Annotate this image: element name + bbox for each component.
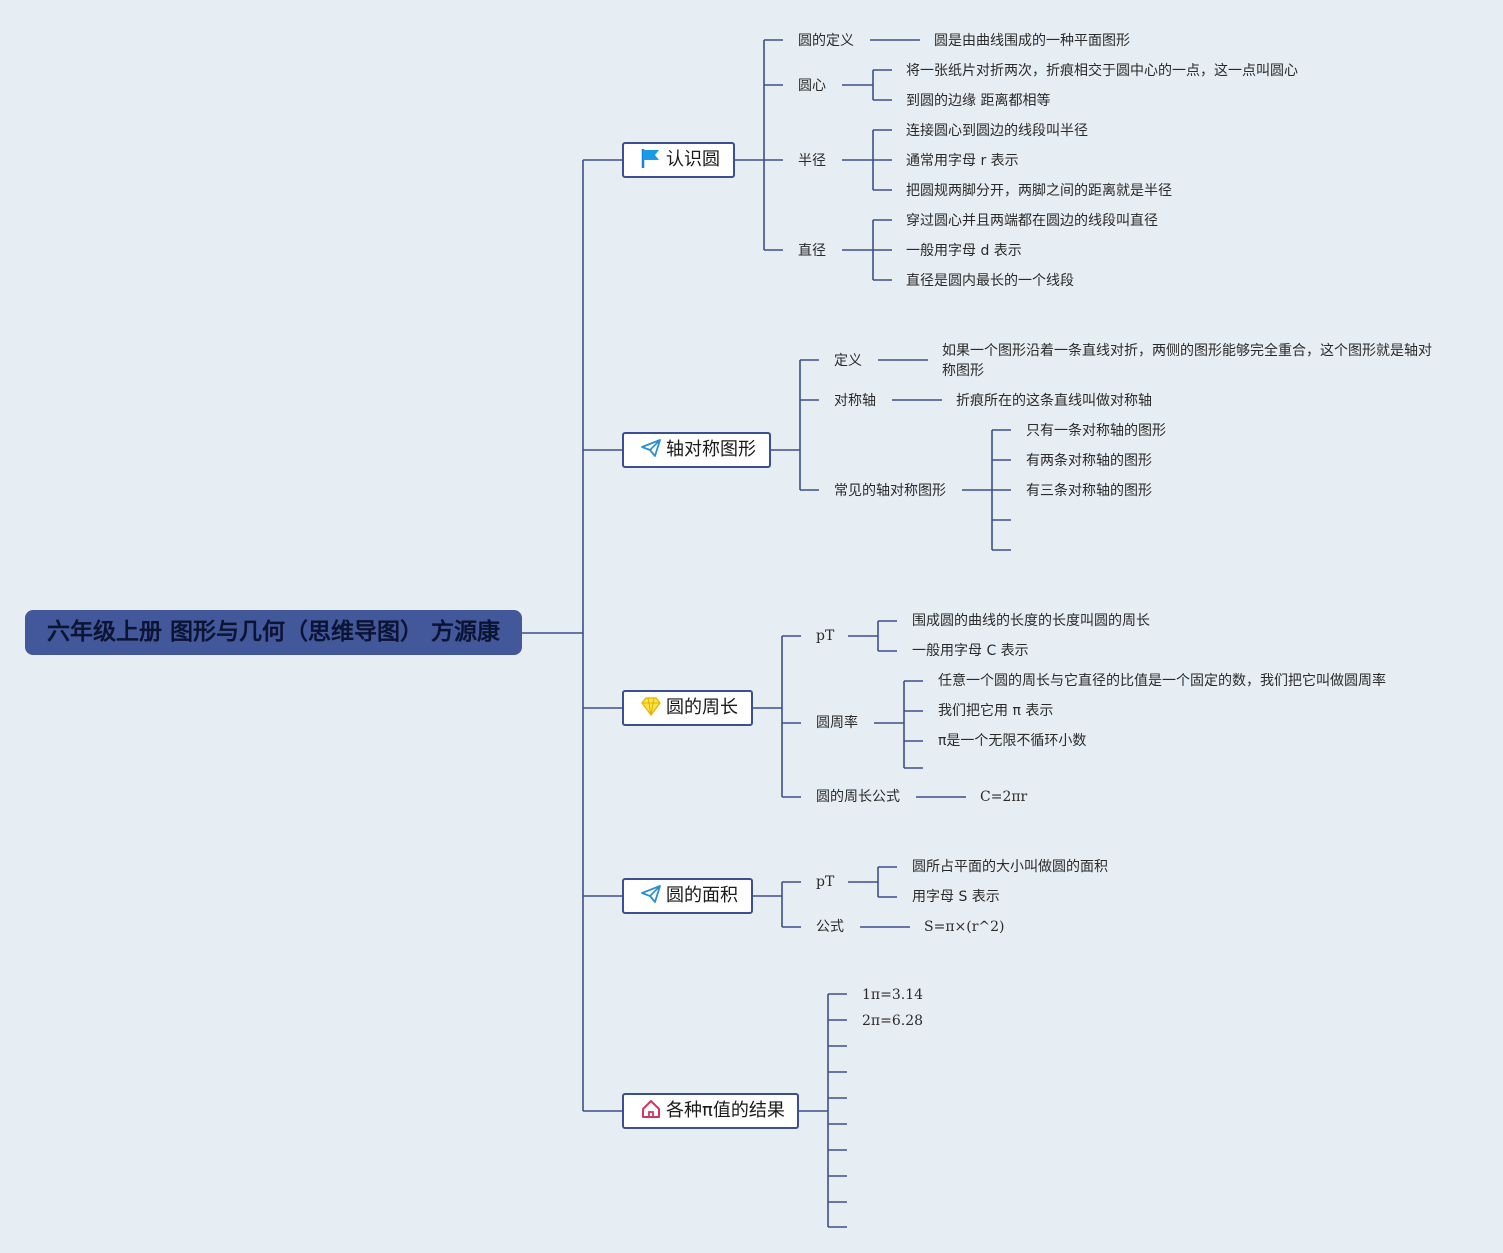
subtopic-definition[interactable]: 定义 [834, 353, 862, 369]
subtopic-common-symmetric-shapes[interactable]: 常见的轴对称图形 [834, 483, 946, 499]
leaf-item[interactable]: 一般用字母 C 表示 [912, 643, 1029, 659]
topic-area[interactable]: 圆的面积 [622, 878, 753, 914]
topic-recognize-circle[interactable]: 认识圆 [622, 142, 735, 178]
subtopic-pi-ratio[interactable]: 圆周率 [816, 715, 858, 731]
leaf-item[interactable]: 通常用字母 r 表示 [906, 153, 1019, 169]
leaf-item[interactable]: 围成圆的曲线的长度的长度叫圆的周长 [912, 613, 1150, 629]
leaf-item[interactable]: 一般用字母 d 表示 [906, 243, 1022, 259]
leaf-item[interactable]: 用字母 S 表示 [912, 889, 1000, 905]
leaf-item[interactable]: 穿过圆心并且两端都在圆边的线段叫直径 [906, 213, 1158, 229]
leaf-item[interactable]: 任意一个圆的周长与它直径的比值是一个固定的数，我们把它叫做圆周率 [938, 673, 1386, 689]
topic-circumference[interactable]: 圆的周长 [622, 690, 753, 726]
topic-pi-values[interactable]: 各种π值的结果 [622, 1093, 799, 1129]
leaf-item[interactable]: 有三条对称轴的图形 [1026, 483, 1152, 499]
topic-label: 轴对称图形 [666, 439, 756, 460]
topic-axial-symmetry[interactable]: 轴对称图形 [622, 432, 771, 468]
topic-label: 各种π值的结果 [666, 1100, 785, 1121]
root-title[interactable]: 六年级上册 图形与几何（思维导图） 方源康 [25, 610, 522, 655]
leaf-item[interactable]: 有两条对称轴的图形 [1026, 453, 1152, 469]
leaf-item[interactable]: 到圆的边缘 距离都相等 [906, 93, 1051, 109]
leaf-item[interactable]: 折痕所在的这条直线叫做对称轴 [956, 393, 1152, 409]
subtopic-formula[interactable]: 公式 [816, 919, 844, 935]
topic-label: 认识圆 [666, 149, 720, 170]
leaf-item[interactable]: 如果一个图形沿着一条直线对折，两侧的图形能够完全重合，这个图形就是轴对称图形 [942, 343, 1432, 379]
leaf-item[interactable]: C=2πr [980, 789, 1028, 805]
topic-label: 圆的周长 [666, 697, 738, 718]
subtopic-pt[interactable]: pT [816, 628, 835, 644]
leaf-item[interactable]: 将一张纸片对折两次，折痕相交于圆中心的一点，这一点叫圆心 [906, 63, 1298, 79]
paper-plane-icon [641, 439, 661, 457]
subtopic-pt[interactable]: pT [816, 874, 835, 890]
subtopic-center[interactable]: 圆心 [798, 78, 826, 94]
leaf-item[interactable]: 直径是圆内最长的一个线段 [906, 273, 1074, 289]
leaf-item[interactable]: π是一个无限不循环小数 [938, 733, 1087, 749]
subtopic-radius[interactable]: 半径 [798, 153, 826, 169]
leaf-item[interactable]: S=π×(r^2) [924, 919, 1005, 935]
leaf-item[interactable]: 圆是由曲线围成的一种平面图形 [934, 33, 1130, 49]
subtopic-circumference-formula[interactable]: 圆的周长公式 [816, 789, 900, 805]
leaf-item[interactable]: 圆所占平面的大小叫做圆的面积 [912, 859, 1108, 875]
diamond-icon [641, 697, 661, 716]
leaf-item[interactable]: 只有一条对称轴的图形 [1026, 423, 1166, 439]
leaf-item[interactable]: 把圆规两脚分开，两脚之间的距离就是半径 [906, 183, 1172, 199]
leaf-item[interactable]: 连接圆心到圆边的线段叫半径 [906, 123, 1088, 139]
paper-plane-icon [641, 885, 661, 903]
subtopic-circle-definition[interactable]: 圆的定义 [798, 33, 854, 49]
leaf-item[interactable]: 我们把它用 π 表示 [938, 703, 1054, 719]
flag-icon [641, 149, 659, 168]
subtopic-symmetry-axis[interactable]: 对称轴 [834, 393, 876, 409]
subtopic-diameter[interactable]: 直径 [798, 243, 826, 259]
house-icon [642, 1100, 660, 1118]
leaf-item[interactable]: 1π=3.14 [862, 987, 924, 1003]
leaf-item[interactable]: 2π=6.28 [862, 1013, 924, 1029]
topic-label: 圆的面积 [666, 885, 738, 906]
